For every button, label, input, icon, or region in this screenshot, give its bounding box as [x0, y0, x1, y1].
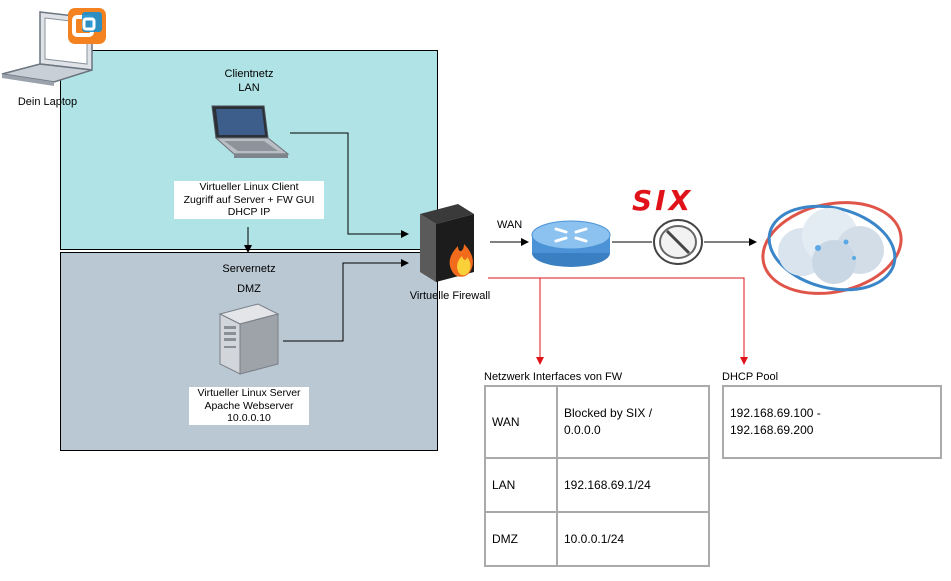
iface-name: WAN	[484, 385, 558, 459]
wan-label: WAN	[497, 219, 523, 231]
server-line-2: Apache Webserver	[204, 399, 294, 412]
server-line-1: Virtueller Linux Server	[197, 387, 301, 399]
iface-value-line: Blocked by SIX /	[564, 406, 653, 420]
dhcp-pool-box: 192.168.69.100 - 192.168.69.200	[722, 385, 942, 459]
dhcp-pool-title: DHCP Pool	[722, 371, 779, 383]
client-line-2: Zugriff auf Server + FW GUI	[183, 193, 315, 206]
table-row: DMZ 10.0.0.1/24	[484, 511, 710, 567]
client-zone-title: Clientnetz	[224, 68, 274, 80]
iface-name: LAN	[484, 457, 558, 513]
dhcp-range-start: 192.168.69.100 -	[730, 406, 821, 420]
fw-interfaces-table: WAN Blocked by SIX / 0.0.0.0 LAN 192.168…	[484, 385, 710, 567]
server-zone-title: Servernetz	[222, 263, 276, 275]
client-zone-subtitle: LAN	[238, 82, 260, 94]
firewall-to-dhcp-arrow	[540, 277, 748, 365]
client-laptop-icon	[206, 104, 290, 164]
laptop-label: Dein Laptop	[17, 96, 78, 108]
server-description: Virtueller Linux Server Apache Webserver…	[189, 387, 309, 425]
blocked-icon	[652, 218, 704, 266]
iface-value: 192.168.69.1/24	[556, 457, 710, 513]
six-logo: SIX	[632, 184, 694, 217]
laptop-icon	[0, 8, 110, 88]
iface-value-line: 0.0.0.0	[564, 423, 601, 437]
firewall-icon	[414, 200, 490, 284]
client-description: Virtueller Linux Client Zugriff auf Serv…	[174, 181, 324, 219]
iface-value: 10.0.0.1/24	[556, 511, 710, 567]
iface-value: Blocked by SIX / 0.0.0.0	[556, 385, 710, 459]
fw-interfaces-title: Netzwerk Interfaces von FW	[484, 371, 623, 383]
iface-name: DMZ	[484, 511, 558, 567]
dhcp-range-end: 192.168.69.200	[730, 423, 814, 437]
server-icon	[218, 302, 280, 376]
server-line-3: 10.0.0.10	[227, 412, 271, 424]
table-row: WAN Blocked by SIX / 0.0.0.0	[484, 385, 710, 459]
internet-cloud-icon	[758, 196, 908, 304]
client-line-1: Virtueller Linux Client	[199, 181, 299, 193]
client-line-3: DHCP IP	[227, 206, 271, 218]
table-row: LAN 192.168.69.1/24	[484, 457, 710, 513]
server-zone-subtitle: DMZ	[237, 283, 261, 295]
router-icon	[530, 217, 612, 269]
firewall-label: Virtuelle Firewall	[409, 290, 491, 302]
